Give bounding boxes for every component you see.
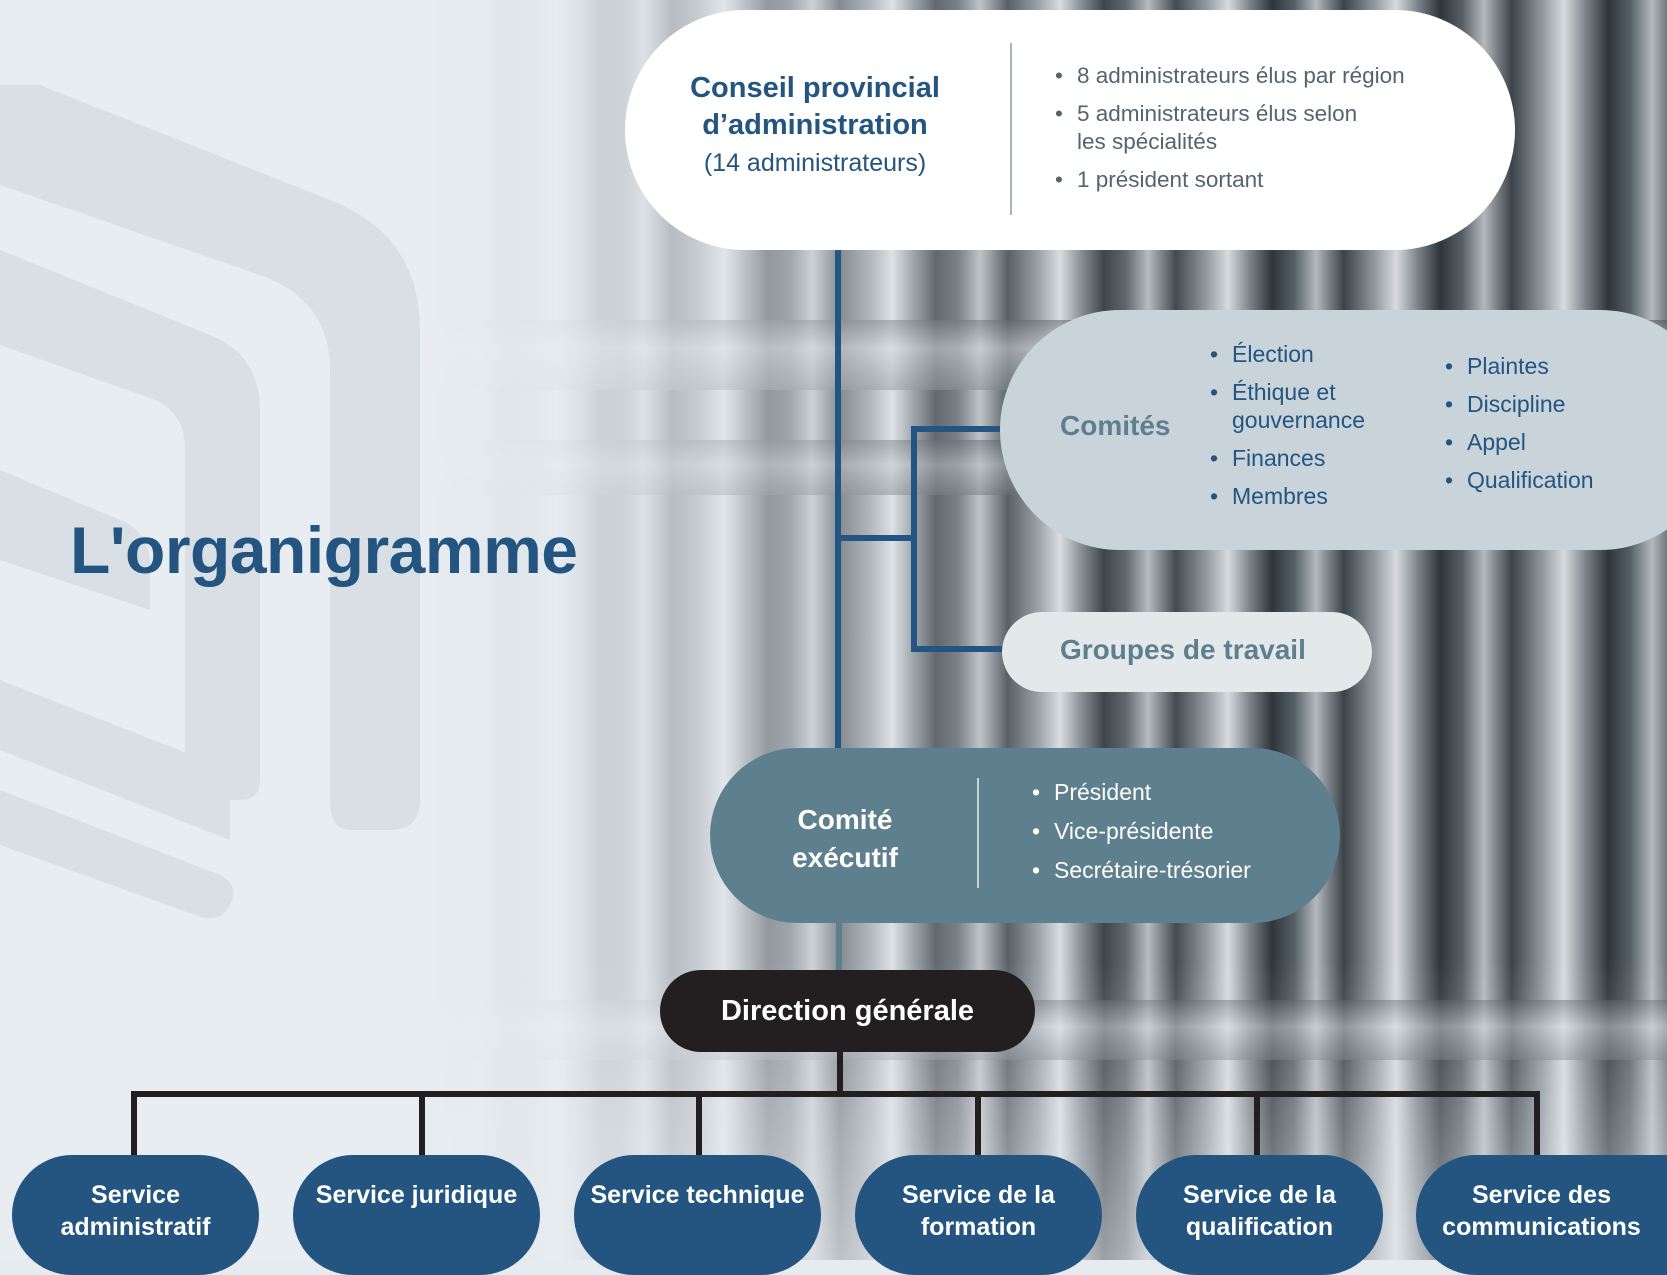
conseil-subtitle: (14 administrateurs) (703, 149, 927, 177)
service-label: Service juridique (315, 1181, 518, 1209)
conseil-list-item: 8 administrateurs élus par région (1055, 62, 1495, 90)
direction-label: Direction générale (720, 995, 975, 1027)
comites-node: Comités Élection Éthique et gouvernance … (1000, 310, 1667, 550)
connector-service-drop (1534, 1091, 1540, 1157)
executif-node: Comité exécutif Président Vice-président… (710, 748, 1340, 923)
executif-list-item: Vice-présidente (1032, 817, 1332, 845)
connector-service-drop (131, 1091, 137, 1157)
conseil-list-item: 1 président sortant (1055, 166, 1495, 194)
service-label: Service des communications (1442, 1181, 1641, 1241)
connector-branch-groupes (911, 646, 1005, 652)
service-label: Service administratif (60, 1181, 211, 1241)
connector-executif-direction (836, 920, 842, 974)
service-node: Service de la formation (855, 1155, 1102, 1275)
service-node: Service juridique (293, 1155, 540, 1275)
connector-services-bus (131, 1091, 1540, 1097)
comites-list-right: Plaintes Discipline Appel Qualification (1445, 352, 1645, 504)
executif-list-item: Président (1032, 778, 1332, 806)
comites-list-item: Appel (1445, 428, 1645, 456)
groupes-label: Groupes de travail (1060, 634, 1306, 665)
executif-list-item: Secrétaire-trésorier (1032, 856, 1332, 884)
executif-divider (977, 778, 979, 888)
groupes-node: Groupes de travail (1002, 612, 1372, 692)
service-label: Service de la formation (902, 1181, 1055, 1241)
comites-list-item: Qualification (1445, 466, 1645, 494)
direction-node: Direction générale (660, 970, 1035, 1052)
comites-list-item: Finances (1210, 444, 1420, 472)
service-node: Service technique (574, 1155, 821, 1275)
comites-list-item: Membres (1210, 482, 1420, 510)
connector-service-drop (975, 1091, 981, 1157)
service-label: Service de la qualification (1183, 1181, 1336, 1241)
connector-service-drop (419, 1091, 425, 1157)
chevron-pattern-decoration (0, 85, 420, 919)
comites-list-left: Élection Éthique et gouvernance Finances… (1210, 340, 1420, 520)
conseil-list-item: 5 administrateurs élus selon les spécial… (1055, 100, 1367, 156)
page-title: L'organigramme (70, 513, 578, 587)
connector-direction-bus (837, 1050, 843, 1097)
executif-list: Président Vice-présidente Secrétaire-tré… (1032, 778, 1332, 895)
service-label: Service technique (590, 1181, 805, 1209)
conseil-title: Conseil provincial d’administration (690, 72, 940, 141)
service-node: Service des communications (1416, 1155, 1667, 1275)
conseil-heading: Conseil provincial d’administration (14 … (685, 70, 945, 180)
connector-service-drop (696, 1091, 702, 1157)
conseil-divider (1010, 43, 1012, 215)
connector-branch-comites (911, 426, 1003, 432)
comites-list-item: Discipline (1445, 390, 1645, 418)
connector-trunk (835, 245, 841, 760)
executif-label: Comité exécutif (792, 804, 898, 873)
comites-list-item: Plaintes (1445, 352, 1645, 380)
comites-list-item: Éthique et gouvernance (1210, 378, 1382, 434)
service-node: Service administratif (12, 1155, 259, 1275)
connector-service-drop (1254, 1091, 1260, 1157)
conseil-node: Conseil provincial d’administration (14 … (625, 10, 1515, 250)
comites-label: Comités (1060, 410, 1171, 441)
conseil-list: 8 administrateurs élus par région 5 admi… (1055, 62, 1495, 204)
comites-list-item: Élection (1210, 340, 1420, 368)
service-node: Service de la qualification (1136, 1155, 1383, 1275)
connector-branch-middle (838, 535, 916, 541)
